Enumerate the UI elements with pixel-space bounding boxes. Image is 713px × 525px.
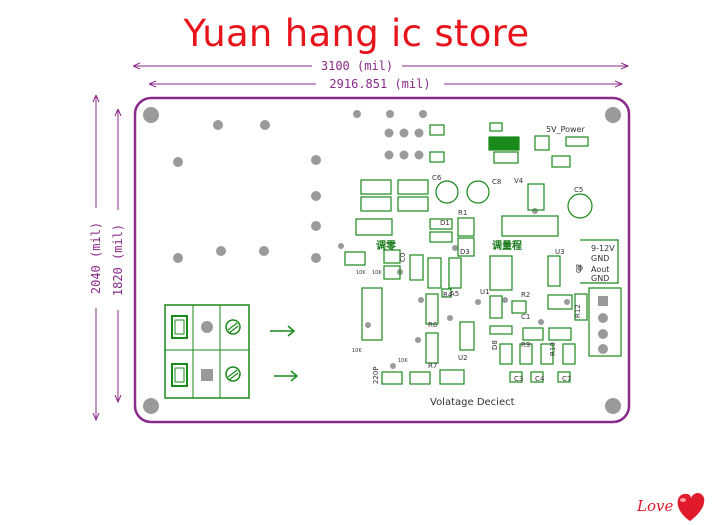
ref-c8: C8: [492, 178, 501, 186]
arrow-icons: [270, 325, 299, 382]
ref-r12: R12: [574, 304, 582, 318]
dimension-outer-width: 3100 (mil): [134, 59, 628, 73]
dimension-outer-height: 2040 (mil): [89, 96, 103, 420]
component-designators: C6 C8 V4 C5 D1 R1 D3 C0 A5 U1 R2 U3 R6 R…: [352, 174, 583, 384]
mounting-holes: [143, 107, 621, 414]
ref-c0: C0: [399, 253, 407, 262]
store-title: Yuan hang ic store: [183, 12, 530, 55]
ref-r9: R9: [521, 341, 530, 349]
ref-r2: R2: [521, 291, 530, 299]
label-range-adjust: 调量程: [492, 239, 522, 252]
ref-r10: R10: [549, 342, 557, 356]
ref-v4: V4: [514, 177, 524, 185]
ref-u3: U3: [555, 248, 565, 256]
dimension-inner-height: 1820 (mil): [111, 110, 125, 402]
ref-u2: U2: [458, 354, 468, 362]
right-connector-pads: [598, 296, 608, 354]
terminal-label-1: GND: [591, 254, 609, 263]
ref-r4: R4: [443, 291, 453, 299]
board-outline: [133, 96, 631, 424]
label-zero-adjust: 调零: [376, 239, 397, 252]
ref-10k-b: 10K: [352, 348, 362, 354]
label-voltage-detect: Volatage Deciect: [430, 397, 515, 408]
ref-c7: C7: [562, 375, 571, 383]
outer-width-label: 3100 (mil): [321, 59, 393, 73]
outer-height-label: 2040 (mil): [89, 222, 103, 294]
ref-r7: R7: [428, 362, 437, 370]
ref-10k-d: 10K: [372, 270, 382, 276]
pads: [173, 110, 583, 369]
ref-a5: A5: [450, 290, 459, 298]
ref-c4: C4: [535, 375, 545, 383]
dimension-inner-width: 2916.851 (mil): [150, 77, 622, 91]
heart-icon: [677, 493, 705, 521]
ref-r1: R1: [458, 209, 467, 217]
terminal-block: [164, 304, 250, 399]
ref-u1: U1: [480, 288, 490, 296]
ref-c1: C1: [521, 313, 530, 321]
ref-r6: R6: [428, 321, 438, 329]
ref-d3: D3: [460, 248, 470, 256]
ref-d1: D1: [440, 219, 450, 227]
terminal-label-0: 9-12V: [591, 244, 615, 253]
ref-c3: C3: [514, 375, 523, 383]
ref-10k-c: 10K: [398, 358, 408, 364]
ref-c6: C6: [432, 174, 442, 182]
components: [344, 122, 622, 385]
inner-width-label: 2916.851 (mil): [329, 77, 430, 91]
label-5v-power: 5V_Power: [546, 125, 585, 134]
terminal-label-3: GND: [591, 274, 609, 283]
inner-height-label: 1820 (mil): [111, 224, 125, 296]
ref-220p: 220P: [372, 366, 380, 384]
love-watermark: Love: [637, 497, 674, 515]
terminal-label-2: Aout: [591, 265, 609, 274]
ref-d8: D8: [491, 340, 499, 350]
ref-10k-a: 10K: [356, 270, 366, 276]
ref-c5: C5: [574, 186, 583, 194]
ref-c2: C2: [575, 264, 583, 273]
